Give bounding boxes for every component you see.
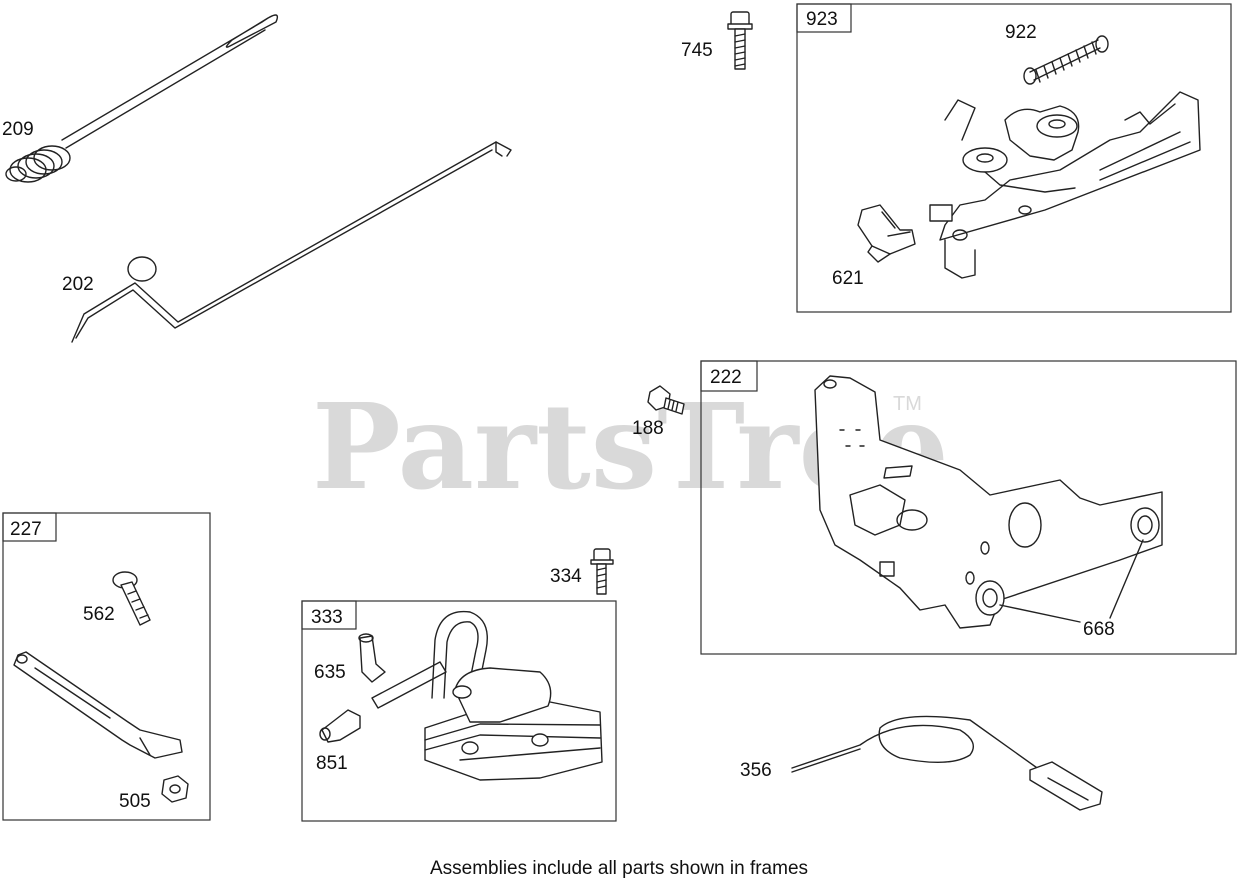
callout-562: 562 xyxy=(83,604,115,625)
callout-505: 505 xyxy=(119,791,151,812)
callout-668: 668 xyxy=(1083,619,1115,640)
part-745-bolt[interactable] xyxy=(727,11,753,70)
callout-923: 923 xyxy=(806,9,838,30)
part-188-screw[interactable] xyxy=(647,385,685,415)
footer-caption: Assemblies include all parts shown in fr… xyxy=(429,858,809,879)
callout-227: 227 xyxy=(10,519,42,540)
part-923-governor-bracket[interactable] xyxy=(929,91,1201,279)
frame-222: 222 xyxy=(700,360,1237,655)
callout-222: 222 xyxy=(710,367,742,388)
callout-188: 188 xyxy=(632,418,664,439)
callout-621: 621 xyxy=(832,268,864,289)
part-209-spring[interactable] xyxy=(5,14,279,183)
part-356-wire[interactable] xyxy=(791,715,1103,811)
part-635-connector[interactable] xyxy=(358,633,386,683)
part-922-spring[interactable] xyxy=(1023,35,1109,85)
part-621-clip[interactable] xyxy=(857,204,916,263)
callout-209: 209 xyxy=(2,119,34,140)
part-851-terminal[interactable] xyxy=(319,709,361,743)
callout-333: 333 xyxy=(311,607,343,628)
part-562-screw[interactable] xyxy=(112,571,151,626)
callout-745: 745 xyxy=(681,40,713,61)
frame-333: 333 xyxy=(301,600,617,822)
frame-923: 923 xyxy=(796,3,1232,313)
callout-334: 334 xyxy=(550,566,582,587)
callout-635: 635 xyxy=(314,662,346,683)
part-202-rod[interactable] xyxy=(71,141,512,343)
watermark-tm: TM xyxy=(893,393,922,415)
part-334-bolt[interactable] xyxy=(590,548,614,595)
callout-851: 851 xyxy=(316,753,348,774)
part-222-control-bracket[interactable] xyxy=(814,375,1163,629)
frame-227: 227 xyxy=(2,512,211,821)
part-505-nut[interactable] xyxy=(161,775,189,803)
part-227-lever[interactable] xyxy=(13,651,183,759)
callout-356: 356 xyxy=(740,760,772,781)
callout-202: 202 xyxy=(62,274,94,295)
part-333-ignition-armature[interactable] xyxy=(371,610,603,781)
callout-922: 922 xyxy=(1005,22,1037,43)
